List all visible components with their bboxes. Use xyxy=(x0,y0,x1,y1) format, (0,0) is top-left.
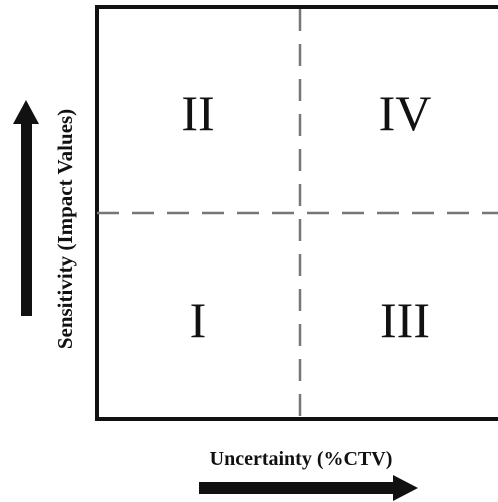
quadrant-frame xyxy=(95,5,498,421)
x-axis-arrow-icon xyxy=(199,475,418,501)
quadrant-label-top-right: IV xyxy=(379,85,432,141)
x-axis-label: Uncertainty (%CTV) xyxy=(210,448,393,470)
quadrant-label-bottom-left: I xyxy=(190,292,207,348)
quadrant-label-top-left: II xyxy=(181,85,214,141)
y-axis-label: Sensitivity (Impact Values) xyxy=(53,109,77,349)
quadrant-label-bottom-right: III xyxy=(380,292,430,348)
y-axis-arrow-icon xyxy=(13,100,39,316)
